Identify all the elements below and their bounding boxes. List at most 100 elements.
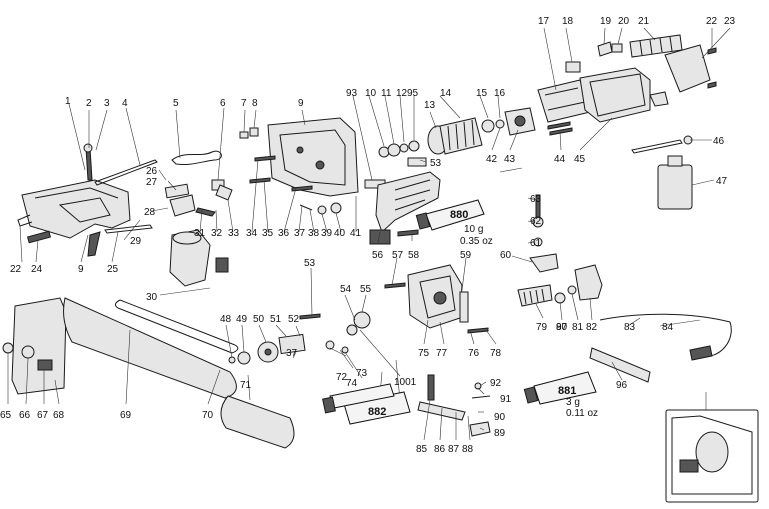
part-number-label: 63	[530, 194, 542, 205]
part-number-label: 1	[65, 96, 71, 107]
part-number-label: 6	[220, 98, 226, 109]
part-number-label: 7	[241, 98, 247, 109]
part-number-label: 2	[86, 98, 92, 109]
part-number-label: 42	[486, 154, 498, 165]
part-number-label: 96	[616, 380, 628, 391]
part-number-label: 36	[278, 228, 290, 239]
part-number-label: 1001	[394, 377, 417, 388]
part-number-label: 65	[0, 410, 12, 421]
part-number-label: 80	[556, 322, 568, 333]
part-number-label: 26	[146, 166, 158, 177]
part-number-label: 74	[346, 378, 358, 389]
part-number-label: 34	[246, 228, 258, 239]
part-number-label: 84	[662, 322, 674, 333]
part-number-label: 39	[321, 228, 333, 239]
part-number-label: 70	[202, 410, 214, 421]
part-number-label: 14	[440, 88, 452, 99]
part-number-label: 58	[408, 250, 420, 261]
grease-tube-882: 882	[322, 383, 411, 425]
leader-lines	[7, 27, 731, 441]
part-number-label: 10	[365, 88, 377, 99]
part-number-label: 90	[494, 412, 506, 423]
part-number-label: 31	[194, 228, 206, 239]
part-number-label: 50	[253, 314, 265, 325]
part-number-label: 86	[434, 444, 446, 455]
part-number-label: 29	[130, 236, 142, 247]
part-number-label: 72	[336, 372, 348, 383]
part-number-label: 76	[468, 348, 480, 359]
part-number-label: 51	[270, 314, 282, 325]
part-number-label: 68	[53, 410, 65, 421]
part-number-label: 4	[122, 98, 128, 109]
part-number-label: 35	[262, 228, 274, 239]
part-number-label: 15	[476, 88, 488, 99]
part-number-label: 37	[294, 228, 306, 239]
part-number-label: 23	[724, 16, 736, 27]
tube-code: 881	[558, 385, 576, 397]
part-number-label: 60	[500, 250, 512, 261]
part-number-label: 71	[240, 380, 252, 391]
part-number-label: 9	[78, 264, 84, 275]
part-number-label: 93	[346, 88, 358, 99]
part-number-label: 12	[396, 88, 408, 99]
part-number-label: 52	[288, 314, 300, 325]
part-number-label: 88	[462, 444, 474, 455]
part-number-label: 41	[350, 228, 362, 239]
part-number-label: 59	[460, 250, 472, 261]
part-number-label: 30	[146, 292, 158, 303]
part-number-label: 69	[120, 410, 132, 421]
part-number-label: 45	[574, 154, 586, 165]
part-number-label: 19	[600, 16, 612, 27]
part-number-label: 16	[494, 88, 506, 99]
part-number-label: 95	[407, 88, 419, 99]
part-number-label: 13	[424, 100, 436, 111]
part-number-label: 92	[490, 378, 502, 389]
part-number-label: 57	[392, 250, 404, 261]
part-number-label: 83	[624, 322, 636, 333]
part-number-label: 44	[554, 154, 566, 165]
part-number-label: 53	[304, 258, 316, 269]
part-number-label: 27	[146, 177, 158, 188]
part-number-label: 49	[236, 314, 248, 325]
part-number-label: 67	[37, 410, 49, 421]
part-number-label: 54	[340, 284, 352, 295]
part-number-label: 25	[107, 264, 119, 275]
part-number-label: 37	[286, 348, 298, 359]
part-number-label: 11	[381, 88, 392, 99]
part-number-label: 79	[536, 322, 548, 333]
part-number-label: 21	[638, 16, 650, 27]
part-number-label: 48	[220, 314, 232, 325]
part-number-label: 53	[430, 158, 442, 169]
tube-code: 880	[450, 209, 468, 221]
part-number-label: 22	[10, 264, 22, 275]
part-number-label: 38	[308, 228, 320, 239]
part-number-label: 32	[211, 228, 223, 239]
part-number-label: 9	[298, 98, 304, 109]
tube-code: 882	[368, 406, 386, 418]
part-number-label: 5	[173, 98, 179, 109]
part-number-label: 75	[418, 348, 430, 359]
part-number-label: 46	[713, 136, 725, 147]
part-number-label: 43	[504, 154, 516, 165]
part-number-label: 89	[494, 428, 506, 439]
part-number-label: 85	[416, 444, 428, 455]
tube-amount-oz: 0.35 oz	[460, 236, 493, 247]
grease-tube-881: 881 3 g 0.11 oz	[523, 371, 598, 419]
part-number-label: 61	[530, 238, 542, 249]
part-number-label: 82	[586, 322, 598, 333]
part-number-label: 66	[19, 410, 31, 421]
tube-amount-g: 10 g	[464, 224, 483, 235]
part-number-label: 40	[334, 228, 346, 239]
part-number-label: 22	[706, 16, 718, 27]
part-number-label: 62	[530, 216, 542, 227]
part-number-label: 17	[538, 16, 550, 27]
part-number-label: 78	[490, 348, 502, 359]
part-number-label: 47	[716, 176, 728, 187]
part-number-label: 18	[562, 16, 574, 27]
part-number-label: 55	[360, 284, 372, 295]
part-number-label: 33	[228, 228, 240, 239]
part-number-label: 56	[372, 250, 384, 261]
part-number-label: 91	[500, 394, 512, 405]
